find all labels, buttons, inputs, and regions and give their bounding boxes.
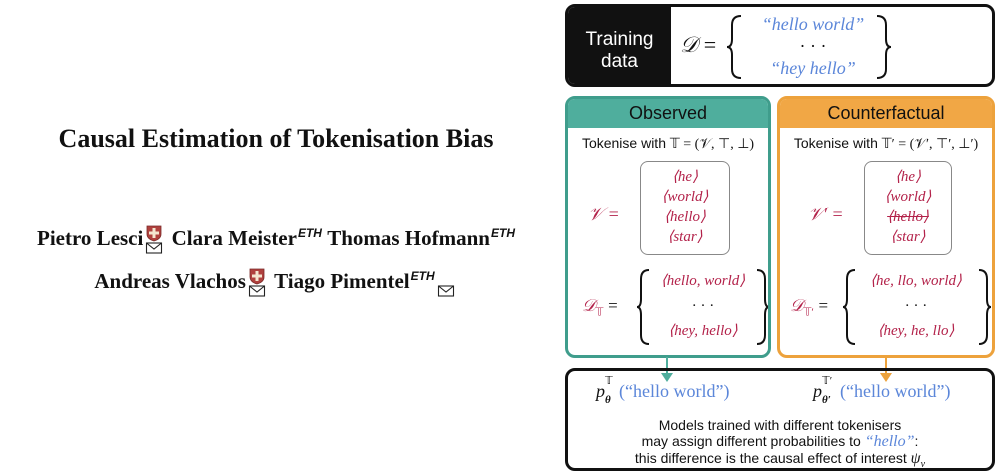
- counterfactual-panel: Counterfactual Tokenise with 𝕋′ = (𝒱′, ⊤…: [777, 96, 995, 358]
- tokenised-data-item: · · ·: [904, 298, 928, 314]
- training-dots: · · ·: [799, 36, 827, 56]
- eth-affiliation-mark: ETH: [410, 268, 435, 283]
- counterfactual-arrow-line: [885, 357, 887, 375]
- counterfactual-data-items: ⟨he, llo, world⟩ · · · ⟨hey, he, llo⟩: [852, 269, 980, 344]
- models-text-line-3: this difference is the causal effect of …: [634, 450, 926, 470]
- observed-tokenise-line: Tokenise with 𝕋 = (𝒱, ⊤, ⊥): [581, 135, 755, 152]
- vocab-item: ⟨he⟩: [672, 169, 698, 185]
- vocab-item: ⟨he⟩: [895, 169, 921, 185]
- counterfactual-arrow-head: [880, 373, 892, 382]
- counterfactual-vocab-box: ⟨he⟩ ⟨world⟩ ⟨hello⟩ ⟨star⟩: [864, 161, 952, 255]
- training-left-brace: [726, 15, 742, 79]
- training-data-box: Training data 𝒟 = “hello world” · · · “h…: [565, 4, 995, 87]
- counterfactual-vocab-symbol: 𝒱′ =: [808, 204, 844, 224]
- observed-vocab-box: ⟨he⟩ ⟨world⟩ ⟨hello⟩ ⟨star⟩: [640, 161, 730, 255]
- author-line-1: Pietro Lesci Clara MeisterETH Thomas Hof…: [0, 225, 552, 255]
- observed-arrow-line: [666, 357, 668, 375]
- author-line-2: Andreas Vlachos Tiago PimentelETH: [0, 268, 552, 298]
- models-text-line-2: may assign different probabilities to “h…: [641, 433, 919, 450]
- observed-right-brace: [756, 269, 768, 345]
- observed-panel: Observed Tokenise with 𝕋 = (𝒱, ⊤, ⊥) 𝒱 =…: [565, 96, 771, 358]
- author-name: Andreas Vlachos: [94, 268, 246, 293]
- training-set-symbol: 𝒟 =: [680, 32, 717, 57]
- training-label: Training data: [585, 29, 654, 72]
- cambridge-crest-mail-icon: [248, 268, 265, 297]
- counterfactual-header: Counterfactual: [780, 99, 992, 128]
- vocab-item: ⟨star⟩: [667, 229, 703, 245]
- vocab-item: ⟨world⟩: [661, 189, 709, 205]
- training-item-2: “hey hello”: [770, 58, 856, 78]
- eth-affiliation-mark: ETH: [297, 225, 322, 240]
- tokenised-data-item: ⟨hey, hello⟩: [668, 323, 738, 339]
- observed-left-brace: [636, 269, 650, 345]
- counterfactual-data-symbol: 𝒟𝕋′ =: [790, 296, 829, 319]
- training-right-brace: [876, 15, 892, 79]
- cambridge-crest-mail-icon: [146, 225, 163, 254]
- observed-vocab-symbol: 𝒱 =: [588, 204, 620, 224]
- counterfactual-left-brace: [842, 269, 856, 345]
- tokenised-data-item: ⟨he, llo, world⟩: [870, 273, 962, 289]
- counterfactual-tokenise-line: Tokenise with 𝕋′ = (𝒱′, ⊤′, ⊥′): [793, 135, 979, 152]
- vocab-item: ⟨star⟩: [890, 229, 926, 245]
- vocab-item: ⟨hello⟩: [664, 209, 706, 225]
- mail-icon: [437, 285, 454, 297]
- author-name: Tiago Pimentel: [274, 268, 410, 293]
- observed-data-symbol: 𝒟𝕋 =: [582, 296, 618, 319]
- models-text-line-1: Models trained with different tokenisers: [658, 417, 902, 433]
- author-name: Thomas Hofmann: [327, 225, 490, 250]
- tokenised-data-item: ⟨hello, world⟩: [660, 273, 746, 289]
- author-name: Clara Meister: [171, 225, 297, 250]
- training-label-background: [568, 7, 671, 84]
- vocab-item: ⟨hello⟩: [887, 209, 929, 225]
- eth-affiliation-mark: ETH: [490, 225, 515, 240]
- observed-arrow-head: [661, 373, 673, 382]
- vocab-item: ⟨world⟩: [884, 189, 932, 205]
- counterfactual-right-brace: [978, 269, 992, 345]
- tokenised-data-item: · · ·: [691, 298, 715, 314]
- author-name: Pietro Lesci: [37, 225, 144, 250]
- observed-header: Observed: [568, 99, 768, 128]
- observed-data-items: ⟨hello, world⟩ · · · ⟨hey, hello⟩: [648, 269, 758, 344]
- paper-title: Causal Estimation of Tokenisation Bias: [58, 124, 494, 153]
- training-item-1: “hello world”: [761, 14, 865, 34]
- tokenised-data-item: ⟨hey, he, llo⟩: [877, 323, 955, 339]
